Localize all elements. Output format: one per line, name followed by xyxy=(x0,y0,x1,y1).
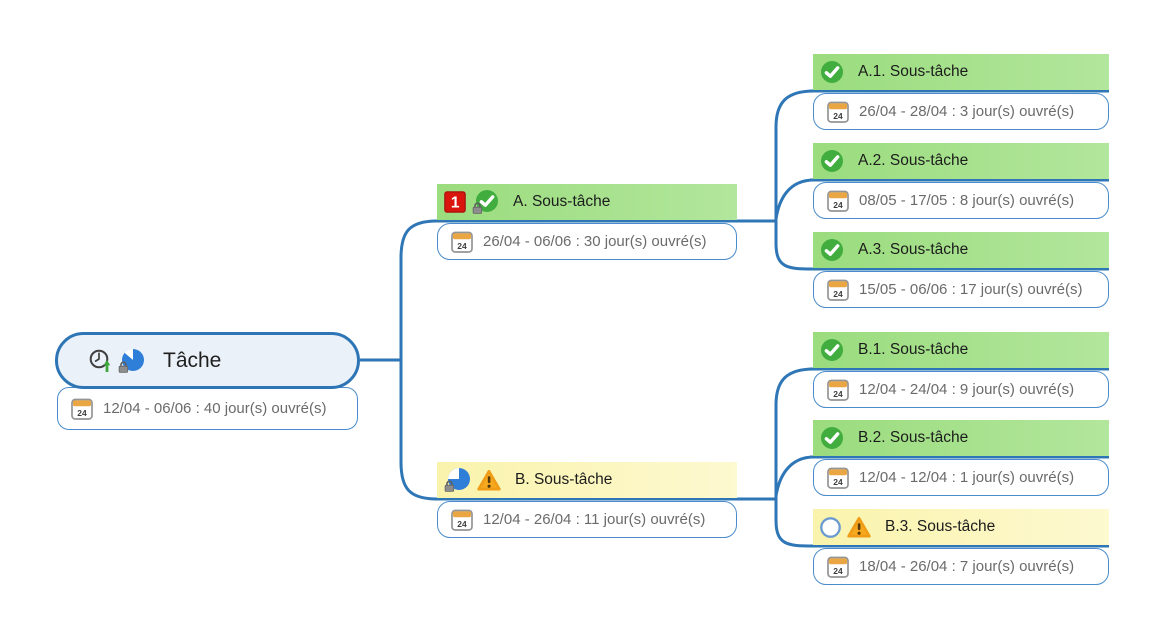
node-title: B. Sous-tâche xyxy=(515,471,613,488)
svg-text:24: 24 xyxy=(833,389,843,399)
calendar-icon: 24 xyxy=(827,556,849,578)
node-a1-title-bar[interactable]: A.1. Sous-tâche xyxy=(813,54,1109,90)
svg-text:24: 24 xyxy=(833,289,843,299)
node-a2-date-box[interactable]: 24 08/05 - 17/05 : 8 jour(s) ouvré(s) xyxy=(813,182,1109,219)
node-b-date-box[interactable]: 24 12/04 - 26/04 : 11 jour(s) ouvré(s) xyxy=(437,501,737,538)
node-b3-title-bar[interactable]: B.3. Sous-tâche xyxy=(813,509,1109,545)
node-a2: A.2. Sous-tâche 24 08/05 - 17/05 : 8 jou… xyxy=(813,143,1109,219)
node-a1: A.1. Sous-tâche 24 26/04 - 28/04 : 3 jou… xyxy=(813,54,1109,130)
edge-trunk-a-children xyxy=(774,89,815,271)
node-title: B.3. Sous-tâche xyxy=(885,518,996,535)
edge-trunk-b-children xyxy=(774,367,815,548)
calendar-icon: 24 xyxy=(451,231,473,253)
node-title: B.1. Sous-tâche xyxy=(858,341,969,358)
node-title: B.2. Sous-tâche xyxy=(858,429,969,446)
node-b: B. Sous-tâche 24 12/04 - 26/04 : 11 jour… xyxy=(437,462,737,538)
clock-up-icon xyxy=(89,348,112,373)
check-locked-icon xyxy=(472,189,499,215)
node-b1-date-box[interactable]: 24 12/04 - 24/04 : 9 jour(s) ouvré(s) xyxy=(813,371,1109,408)
node-title: A.1. Sous-tâche xyxy=(858,63,969,80)
node-title: A.2. Sous-tâche xyxy=(858,152,969,169)
pie-progress-locked-icon xyxy=(118,348,144,373)
node-date-text: 15/05 - 06/06 : 17 jour(s) ouvré(s) xyxy=(859,281,1083,298)
node-root-date-box[interactable]: 24 12/04 - 06/06 : 40 jour(s) ouvré(s) xyxy=(57,387,358,430)
check-icon xyxy=(820,149,844,173)
node-title: A.3. Sous-tâche xyxy=(858,241,969,258)
svg-text:24: 24 xyxy=(457,241,467,251)
pie-progress-locked-icon xyxy=(444,468,470,493)
svg-text:24: 24 xyxy=(833,200,843,210)
node-date-text: 12/04 - 26/04 : 11 jour(s) ouvré(s) xyxy=(483,511,706,528)
node-a: 1 A. Sous-tâche 24 26/04 - 06/06 : 30 jo… xyxy=(437,184,737,260)
node-date-text: 12/04 - 12/04 : 1 jour(s) ouvré(s) xyxy=(859,469,1075,486)
check-icon xyxy=(820,238,844,262)
node-a-title-bar[interactable]: 1 A. Sous-tâche xyxy=(437,184,737,220)
circle-empty-icon xyxy=(820,516,841,538)
calendar-icon: 24 xyxy=(451,509,473,531)
check-icon xyxy=(820,338,844,362)
edge-branch-b2 xyxy=(774,455,815,497)
node-date-text: 12/04 - 06/06 : 40 jour(s) ouvré(s) xyxy=(103,400,327,417)
node-a1-date-box[interactable]: 24 26/04 - 28/04 : 3 jour(s) ouvré(s) xyxy=(813,93,1109,130)
calendar-icon: 24 xyxy=(827,101,849,123)
node-a2-title-bar[interactable]: A.2. Sous-tâche xyxy=(813,143,1109,179)
svg-text:24: 24 xyxy=(457,519,467,529)
node-a3-title-bar[interactable]: A.3. Sous-tâche xyxy=(813,232,1109,268)
warning-icon xyxy=(847,516,871,538)
calendar-icon: 24 xyxy=(827,379,849,401)
node-a3: A.3. Sous-tâche 24 15/05 - 06/06 : 17 jo… xyxy=(813,232,1109,308)
svg-text:24: 24 xyxy=(833,477,843,487)
warning-icon xyxy=(477,469,501,491)
node-b1: B.1. Sous-tâche 24 12/04 - 24/04 : 9 jou… xyxy=(813,332,1109,408)
priority-1-icon: 1 xyxy=(444,191,466,213)
node-date-text: 26/04 - 28/04 : 3 jour(s) ouvré(s) xyxy=(859,103,1075,120)
svg-text:24: 24 xyxy=(833,566,843,576)
check-icon xyxy=(820,60,844,84)
node-b2-date-box[interactable]: 24 12/04 - 12/04 : 1 jour(s) ouvré(s) xyxy=(813,459,1109,496)
node-date-text: 12/04 - 24/04 : 9 jour(s) ouvré(s) xyxy=(859,381,1075,398)
node-date-text: 26/04 - 06/06 : 30 jour(s) ouvré(s) xyxy=(483,233,707,250)
calendar-icon: 24 xyxy=(71,398,93,420)
node-title: Tâche xyxy=(163,348,222,372)
node-a-date-box[interactable]: 24 26/04 - 06/06 : 30 jour(s) ouvré(s) xyxy=(437,223,737,260)
edge-branch-a2 xyxy=(774,178,815,220)
node-b1-title-bar[interactable]: B.1. Sous-tâche xyxy=(813,332,1109,368)
svg-text:24: 24 xyxy=(833,111,843,121)
node-a3-date-box[interactable]: 24 15/05 - 06/06 : 17 jour(s) ouvré(s) xyxy=(813,271,1109,308)
edge-trunk-ab xyxy=(399,219,438,501)
calendar-icon: 24 xyxy=(827,279,849,301)
node-b-title-bar[interactable]: B. Sous-tâche xyxy=(437,462,737,498)
svg-text:24: 24 xyxy=(77,408,87,418)
check-icon xyxy=(820,426,844,450)
calendar-icon: 24 xyxy=(827,190,849,212)
node-b2-title-bar[interactable]: B.2. Sous-tâche xyxy=(813,420,1109,456)
node-title: A. Sous-tâche xyxy=(513,193,611,210)
node-b3: B.3. Sous-tâche 24 18/04 - 26/04 : 7 jou… xyxy=(813,509,1109,585)
node-date-text: 08/05 - 17/05 : 8 jour(s) ouvré(s) xyxy=(859,192,1075,209)
svg-text:1: 1 xyxy=(451,195,460,212)
calendar-icon: 24 xyxy=(827,467,849,489)
node-root[interactable]: Tâche xyxy=(55,332,360,389)
node-date-text: 18/04 - 26/04 : 7 jour(s) ouvré(s) xyxy=(859,558,1075,575)
node-b3-date-box[interactable]: 24 18/04 - 26/04 : 7 jour(s) ouvré(s) xyxy=(813,548,1109,585)
node-b2: B.2. Sous-tâche 24 12/04 - 12/04 : 1 jou… xyxy=(813,420,1109,496)
